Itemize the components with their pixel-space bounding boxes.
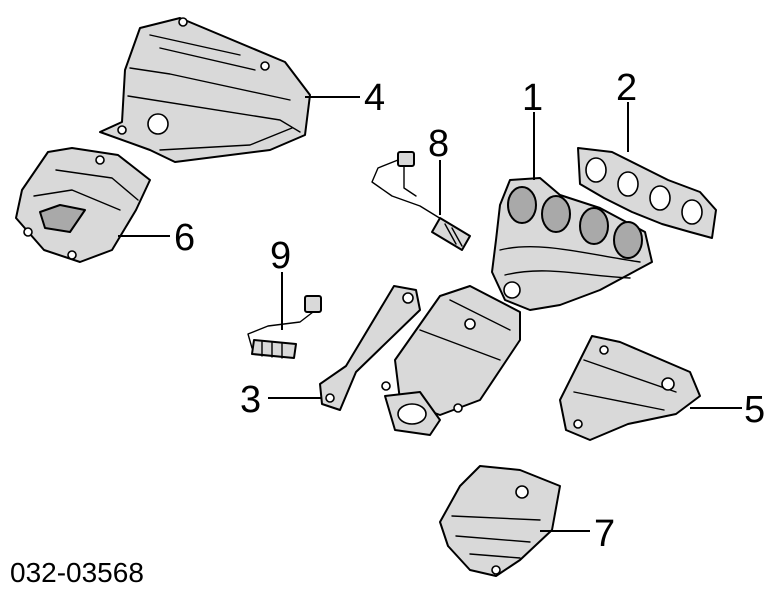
callout-6: 6 — [174, 217, 195, 259]
callout-5: 5 — [744, 389, 765, 431]
lower-left-heat-shield-part — [15, 147, 151, 263]
callout-2: 2 — [616, 67, 637, 109]
bracket-part — [319, 285, 421, 411]
callout-4: 4 — [364, 77, 385, 119]
lower-bottom-heat-shield-part — [439, 465, 561, 577]
callout-1: 1 — [522, 77, 543, 119]
lower-oxygen-sensor-part — [247, 295, 322, 359]
callout-7: 7 — [594, 513, 615, 555]
callout-9: 9 — [270, 235, 291, 277]
exhaust-manifold-part — [381, 177, 653, 436]
callout-labels: 1 2 3 4 5 6 7 8 9 — [174, 67, 765, 555]
callout-8: 8 — [428, 123, 449, 165]
upper-oxygen-sensor-part — [371, 151, 471, 251]
right-heat-shield-part — [559, 335, 701, 441]
diagram-code: 032-03568 — [10, 557, 144, 588]
callout-3: 3 — [240, 379, 261, 421]
upper-heat-shield-part — [99, 17, 311, 163]
manifold-gasket-part — [577, 147, 717, 239]
leader-lines — [118, 96, 742, 532]
